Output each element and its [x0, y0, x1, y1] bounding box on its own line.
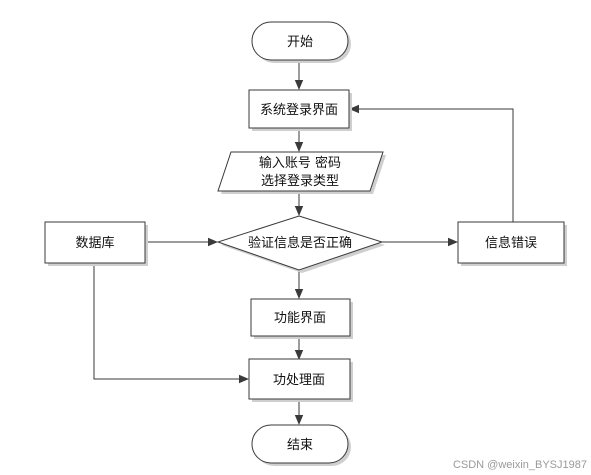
function-ui-label: 功能界面 — [274, 311, 326, 326]
connectors — [93, 60, 514, 425]
login-screen-node: 系统登录界面 — [248, 89, 352, 131]
watermark: CSDN @weixin_BYSJ1987 — [452, 459, 587, 471]
end-label: 结束 — [287, 438, 313, 453]
start-node: 开始 — [251, 21, 351, 63]
arrow-error-to-login — [349, 104, 514, 222]
input-credentials-line2: 选择登录类型 — [261, 174, 339, 189]
processing-node: 功处理面 — [248, 358, 353, 402]
end-node: 结束 — [251, 424, 351, 466]
input-credentials-node: 输入账号 密码 选择登录类型 — [217, 151, 386, 194]
arrow-database-to-process — [93, 264, 249, 384]
login-screen-label: 系统登录界面 — [260, 103, 338, 118]
error-node: 信息错误 — [457, 221, 567, 266]
start-label: 开始 — [287, 35, 313, 50]
error-label: 信息错误 — [485, 235, 537, 251]
database-node: 数据库 — [44, 221, 148, 266]
input-credentials-line1: 输入账号 密码 — [259, 155, 341, 171]
processing-label: 功处理面 — [273, 373, 325, 388]
database-label: 数据库 — [75, 235, 114, 251]
verify-decision-label: 验证信息是否正确 — [248, 235, 352, 251]
function-ui-node: 功能界面 — [250, 298, 353, 339]
verify-decision-node: 验证信息是否正确 — [216, 215, 385, 273]
